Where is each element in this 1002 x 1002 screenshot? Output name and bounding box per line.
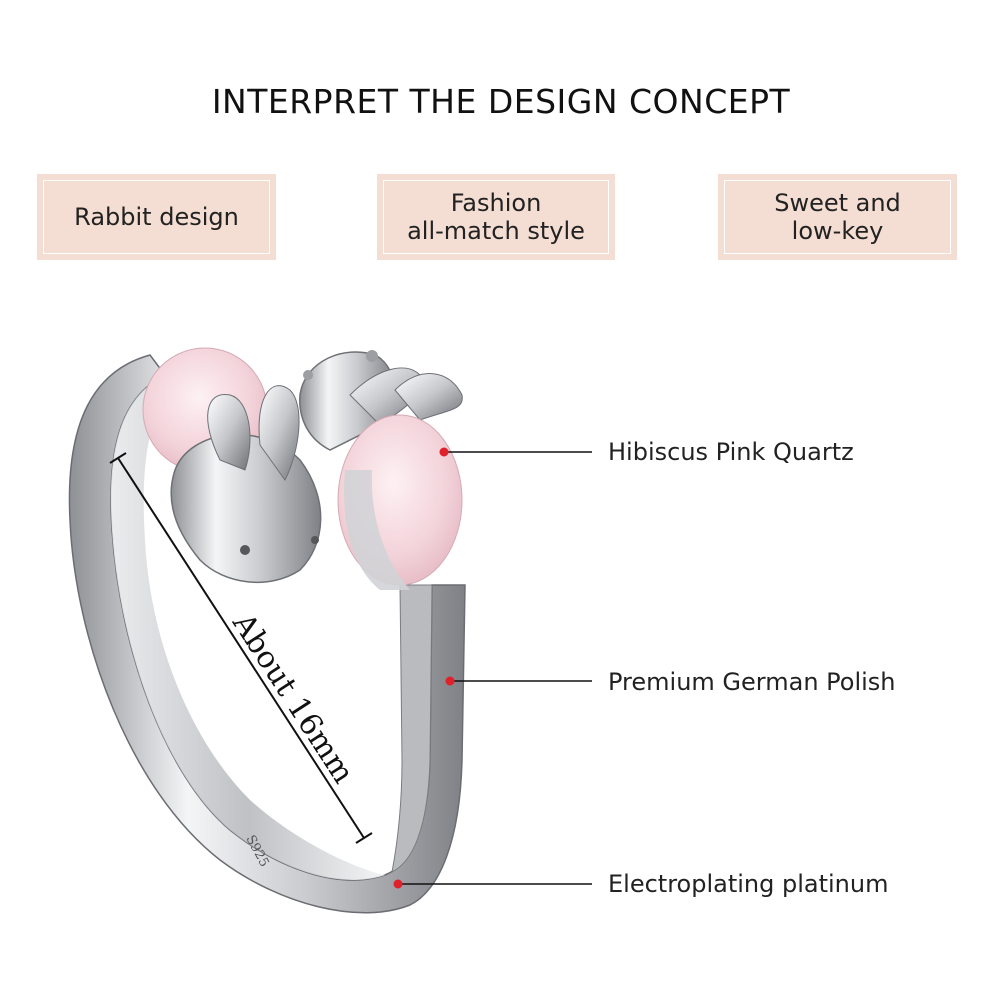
- callout-dot: [439, 447, 449, 457]
- callout-label-quartz: Hibiscus Pink Quartz: [608, 438, 854, 466]
- callout-quartz: [439, 447, 592, 457]
- callout-dot: [393, 879, 403, 889]
- feature-tag-sweet-low-key: Sweet and low-key: [718, 174, 957, 260]
- feature-tag-label: Rabbit design: [43, 180, 270, 254]
- callout-dot: [445, 676, 455, 686]
- callout-label-platinum: Electroplating platinum: [608, 870, 889, 898]
- feature-tag-label: Fashion all-match style: [383, 180, 609, 254]
- feature-tag-rabbit-design: Rabbit design: [37, 174, 276, 260]
- callout-platinum: [393, 879, 592, 889]
- measurement-label: About 16mm: [225, 606, 361, 789]
- right-rabbit-charm: [299, 350, 463, 590]
- page-title: INTERPRET THE DESIGN CONCEPT: [211, 82, 791, 121]
- callout-label-polish: Premium German Polish: [608, 668, 896, 696]
- ring-band: [68, 354, 466, 914]
- feature-tag-label: Sweet and low-key: [724, 180, 951, 254]
- feature-tag-fashion-style: Fashion all-match style: [377, 174, 615, 260]
- left-rabbit-charm: [142, 347, 322, 583]
- callout-polish: [445, 676, 592, 686]
